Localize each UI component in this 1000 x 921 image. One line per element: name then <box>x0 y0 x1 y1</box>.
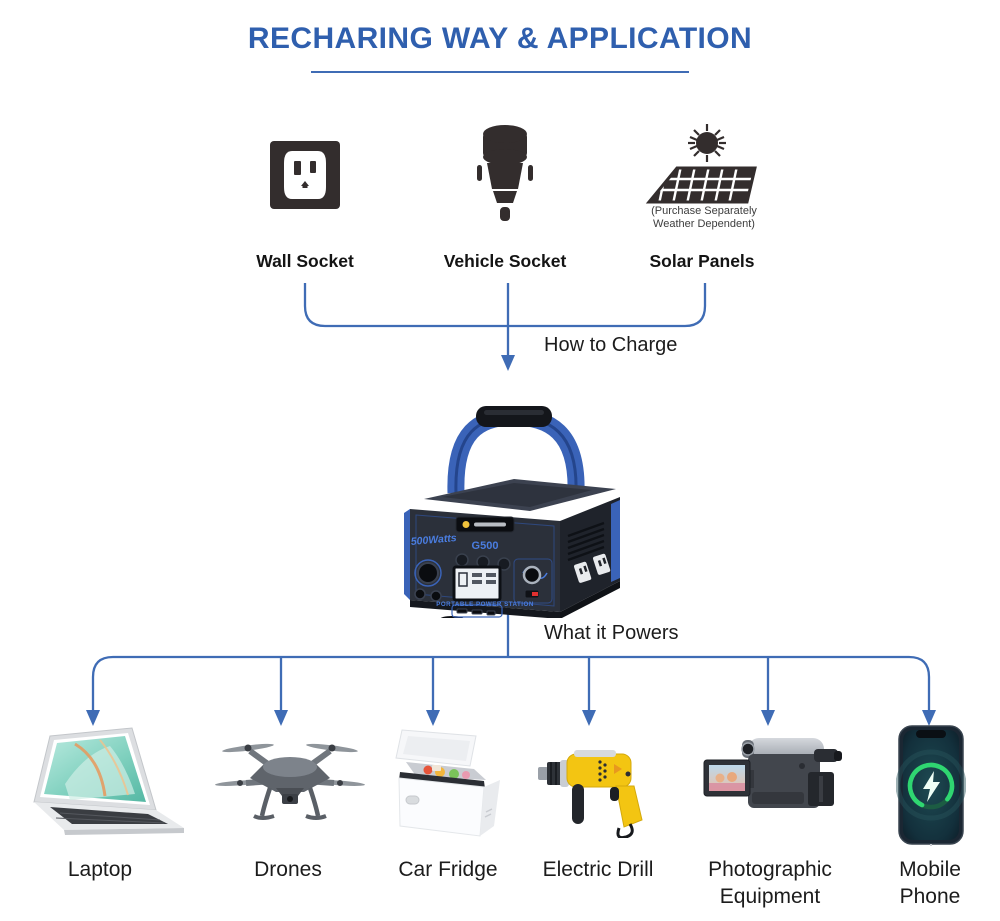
lcd-display <box>452 565 502 602</box>
dc-input-ports <box>414 559 442 602</box>
brand-plate <box>455 516 515 533</box>
solar-note-line1: (Purchase Separately <box>651 205 757 217</box>
how-to-charge-label: How to Charge <box>544 334 678 356</box>
electric-drill-label: Electric Drill <box>542 858 654 881</box>
solar-panels-note: (Purchase Separately Weather Dependent) <box>622 205 786 232</box>
tagline-label: PORTABLE POWER STATION <box>436 601 534 608</box>
drones-label: Drones <box>254 858 322 881</box>
handle <box>447 406 585 494</box>
model-label: G500 <box>472 540 499 552</box>
solar-note-line2: Weather Dependent) <box>653 218 755 231</box>
vehicle-socket-label: Vehicle Socket <box>443 251 567 271</box>
fridge-contents <box>423 765 470 779</box>
mobile-phone-label: Mobile Phone <box>899 858 961 909</box>
laptop-image <box>33 727 184 835</box>
photographic-equipment-label: Photographic Equipment <box>708 858 832 909</box>
laptop-label: Laptop <box>67 858 133 881</box>
portable-power-station-image: G500 500Watts <box>404 406 620 618</box>
car-fridge-image <box>395 729 500 837</box>
wall-socket-icon <box>270 141 340 209</box>
what-it-powers-label: What it Powers <box>544 622 679 644</box>
mobile-phone-image <box>896 725 966 846</box>
ac-outlets <box>574 553 611 583</box>
usb-ports <box>451 604 503 618</box>
car-fridge-label: Car Fridge <box>398 858 498 881</box>
dc-output-area <box>513 558 553 604</box>
solar-panels-icon <box>645 124 757 204</box>
camcorder-image <box>703 738 842 808</box>
title-underline <box>311 71 689 73</box>
electric-drill-image <box>538 750 643 838</box>
wattage-label: 500Watts <box>410 532 457 548</box>
drone-image <box>215 743 365 820</box>
page-title: RECHARING WAY & APPLICATION <box>247 22 753 55</box>
speaker-grille <box>567 521 605 562</box>
vehicle-socket-icon <box>477 125 533 221</box>
wall-socket-label: Wall Socket <box>256 251 354 271</box>
solar-panels-label: Solar Panels <box>649 251 755 271</box>
